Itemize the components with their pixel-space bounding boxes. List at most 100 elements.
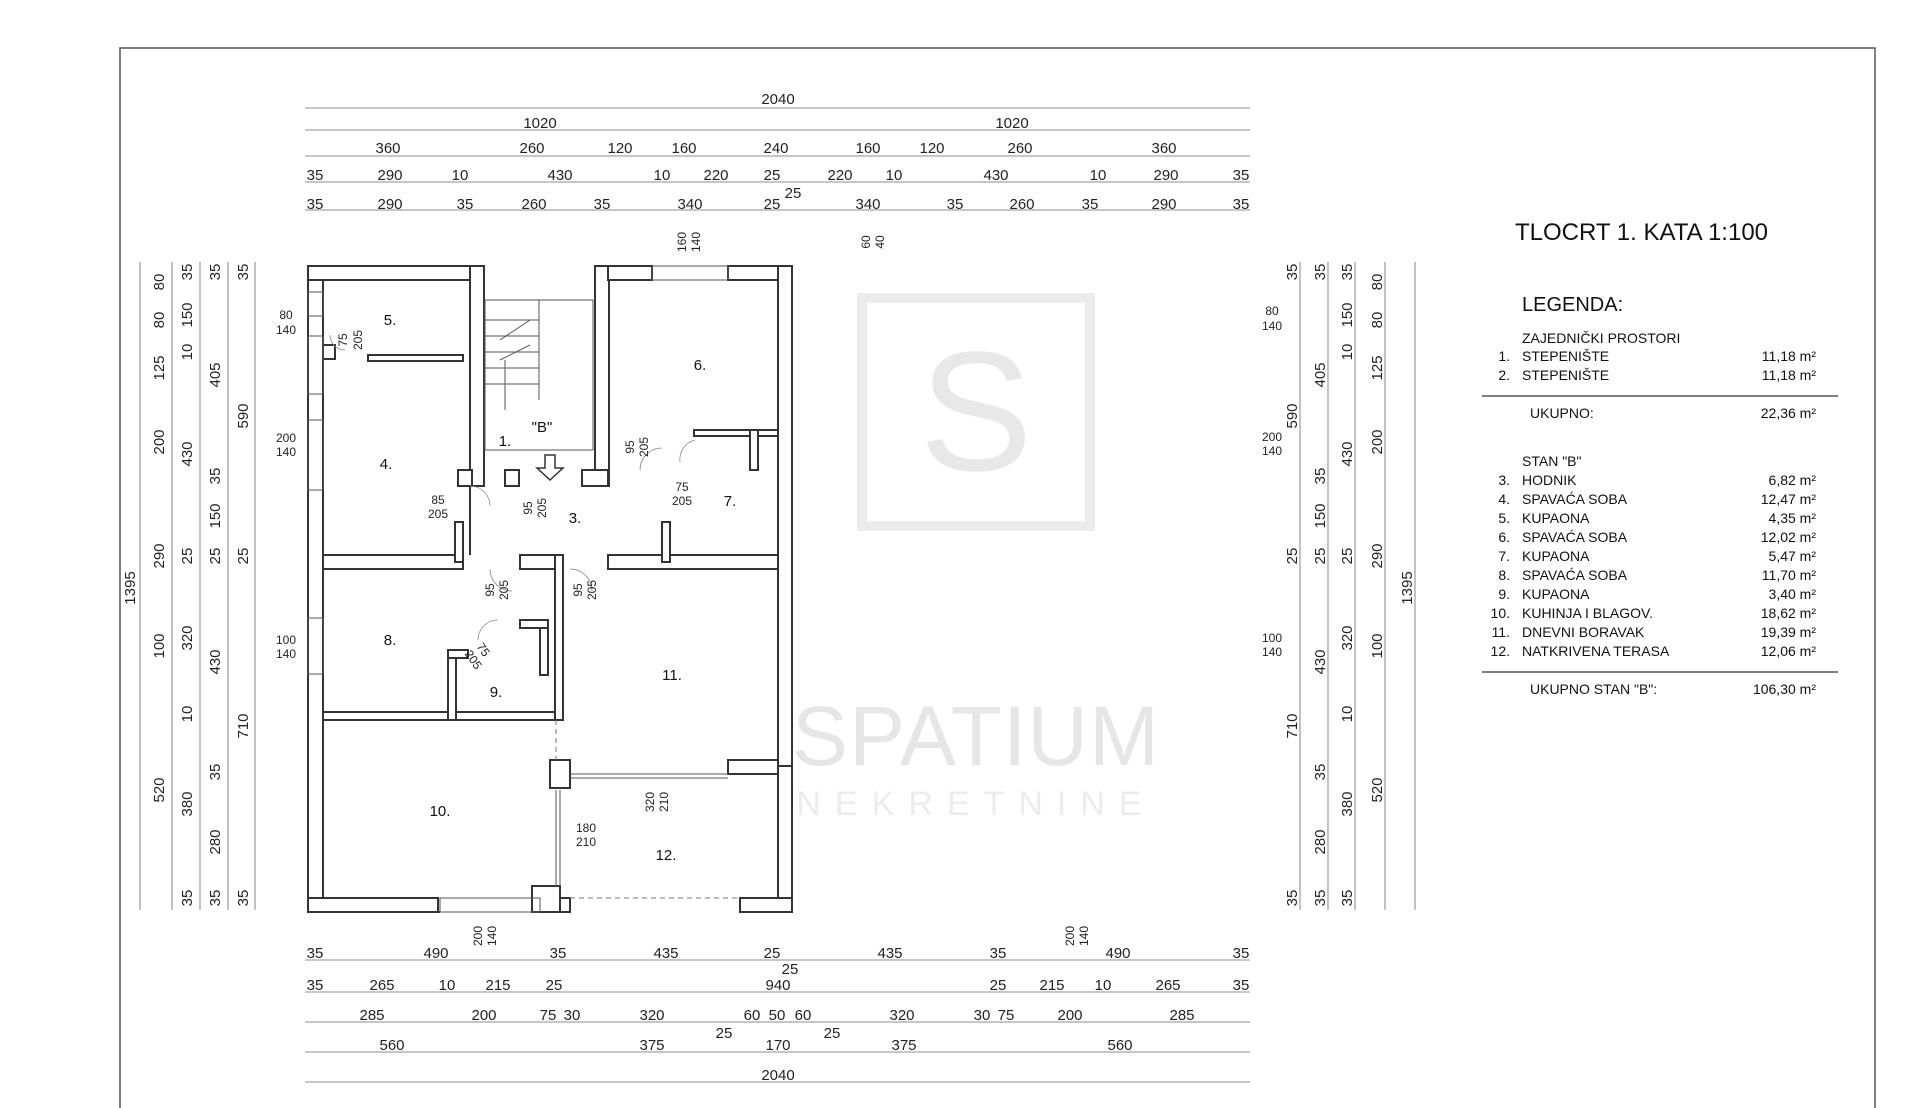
room-label-11: 11. — [662, 667, 682, 684]
dim: 170 — [765, 1037, 790, 1054]
dim: 380 — [179, 791, 196, 816]
dims-left: 1395 80 80 125 200 290 100 520 35 150 10… — [122, 264, 252, 907]
dim: 75 — [540, 1007, 557, 1024]
dim: 10 — [1339, 706, 1356, 723]
room-labels: 1. 3. 4. 5. 6. 7. 8. 9. 10. 11. 12. "B" — [380, 312, 737, 864]
opening-height: 140 — [1262, 319, 1282, 333]
dim: 560 — [1107, 1037, 1132, 1054]
dim: 150 — [1339, 302, 1356, 327]
opening-width: 180 — [576, 821, 596, 835]
dim: 35 — [1233, 977, 1250, 994]
opening-width: 95 — [623, 440, 637, 454]
legend-item-num: 10. — [1491, 605, 1510, 621]
wall-interior — [447, 649, 457, 721]
dim: 360 — [375, 140, 400, 157]
dim: 265 — [369, 977, 394, 994]
dim: 35 — [207, 890, 224, 907]
opening-height: 140 — [276, 323, 296, 337]
legend-item-num: 5. — [1498, 510, 1510, 526]
legend-item-name: STEPENIŠTE — [1522, 367, 1609, 383]
dim: 260 — [519, 140, 544, 157]
legend-item-num: 3. — [1498, 472, 1510, 488]
wall-east-terrace — [777, 765, 793, 913]
wall-interior — [749, 429, 759, 471]
door-swings — [329, 334, 696, 641]
dim: 490 — [423, 945, 448, 962]
opening-width: 160 — [675, 232, 689, 252]
legend-item-area: 6,82 m² — [1769, 472, 1817, 488]
dim: 200 — [1369, 429, 1386, 454]
dim: 160 — [671, 140, 696, 157]
dim: 320 — [1339, 625, 1356, 650]
opening-height: 140 — [276, 445, 296, 459]
dim: 435 — [877, 945, 902, 962]
dim: 35 — [457, 196, 474, 213]
wall-interior — [581, 469, 609, 487]
wall-interior — [367, 354, 464, 362]
opening-width: 95 — [483, 583, 497, 597]
dim: 35 — [207, 764, 224, 781]
column — [531, 885, 561, 913]
dim: 340 — [855, 196, 880, 213]
legend-item-area: 5,47 m² — [1769, 548, 1817, 564]
wall-east — [777, 265, 793, 767]
dims-bottom: 35 490 35 435 25 25 435 35 490 35 35 265… — [307, 945, 1250, 1084]
dim: 215 — [485, 977, 510, 994]
dim: 25 — [990, 977, 1007, 994]
door-swing — [679, 439, 696, 463]
windows — [307, 265, 729, 913]
room-label-7: 7. — [724, 493, 737, 510]
opening-height: 210 — [576, 835, 596, 849]
wall-stair-left — [469, 265, 485, 487]
opening-height: 205 — [497, 580, 511, 600]
sheet-border — [119, 47, 1876, 1108]
dim: 25 — [824, 1025, 841, 1042]
dim: 75 — [998, 1007, 1015, 1024]
opening-height: 205 — [585, 580, 599, 600]
dim: 35 — [1284, 890, 1301, 907]
dim: 35 — [550, 945, 567, 962]
wall-interior — [504, 469, 520, 487]
legend-item-name: KUHINJA I BLAGOV. — [1522, 605, 1653, 621]
wall-interior — [454, 521, 464, 563]
dimension-lines — [139, 107, 1416, 1083]
opening-width: 200 — [1262, 430, 1282, 444]
dim: 150 — [1312, 503, 1329, 528]
dim: 290 — [377, 196, 402, 213]
dim: 60 — [795, 1007, 812, 1024]
opening-width: 85 — [431, 493, 445, 507]
dim: 25 — [546, 977, 563, 994]
stair-arrow — [499, 319, 531, 410]
dim: 35 — [1312, 764, 1329, 781]
dim: 260 — [1009, 196, 1034, 213]
dim: 35 — [1312, 890, 1329, 907]
window — [307, 617, 324, 675]
opening-width: 80 — [1265, 304, 1279, 318]
legend-item-name: SPAVAĆA SOBA — [1522, 529, 1628, 545]
dim: 35 — [307, 977, 324, 994]
opening-width: 80 — [279, 308, 293, 322]
dim: 35 — [1233, 945, 1250, 962]
dim: 375 — [639, 1037, 664, 1054]
opening-height: 140 — [276, 647, 296, 661]
dim-top-half: 1020 — [523, 115, 556, 132]
dim: 125 — [1369, 355, 1386, 380]
dim: 35 — [307, 167, 324, 184]
dim: 710 — [1284, 713, 1301, 738]
legend-item-num: 2. — [1498, 367, 1510, 383]
dim: 560 — [379, 1037, 404, 1054]
watermark-sub: NEKRETNINE — [796, 785, 1155, 823]
wall-interior — [661, 521, 671, 563]
dim: 35 — [179, 264, 196, 281]
opening-width: 200 — [276, 431, 296, 445]
door-swing — [329, 334, 346, 351]
dim: 490 — [1105, 945, 1130, 962]
dim: 50 — [769, 1007, 786, 1024]
dim: 590 — [1284, 403, 1301, 428]
dim: 25 — [1284, 548, 1301, 565]
dim: 10 — [452, 167, 469, 184]
watermark-brand: SPATIUM — [792, 689, 1160, 783]
dim: 25 — [716, 1025, 733, 1042]
dim: 10 — [1339, 344, 1356, 361]
dim: 520 — [151, 777, 168, 802]
